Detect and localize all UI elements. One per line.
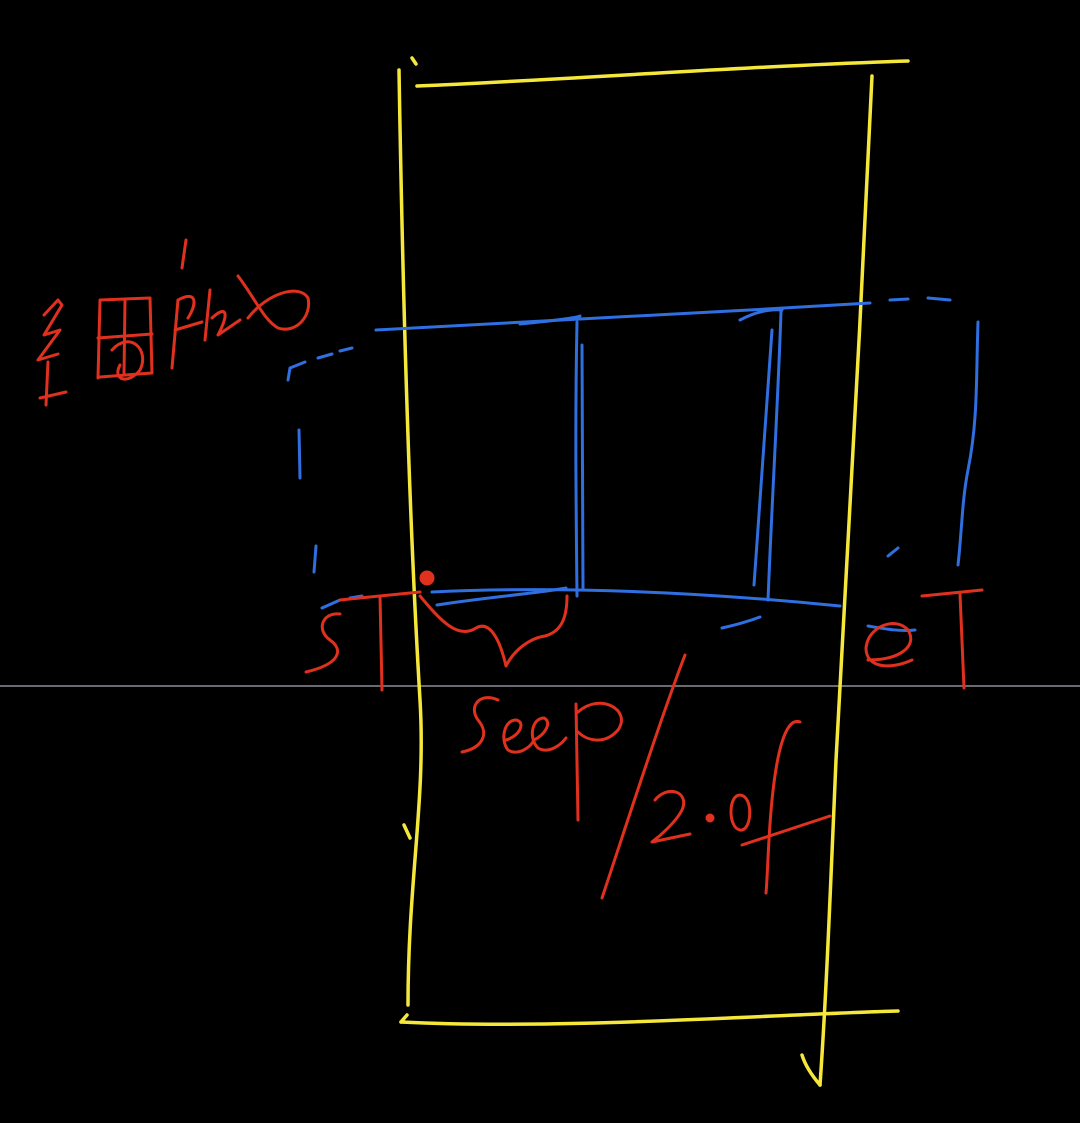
cell-divider-2b [752,328,774,587]
handwritten-cn-scribble [36,238,311,407]
cell-bottom-edge [430,588,842,608]
cell-divider-1 [574,320,579,598]
st-t-glyph [338,590,422,692]
cell-top-dashes [888,296,952,302]
cell-top-overlap [518,314,582,326]
formula-dot [705,813,715,823]
start-point-dot [419,570,435,586]
blue-cells [286,296,980,632]
red-annotations [36,238,984,900]
formula-0 [729,793,752,832]
formula-s [460,696,500,754]
et-t-glyph [920,588,984,690]
cell-bottom-overlap [435,586,568,607]
ghost-right-tick [886,546,900,558]
cell-divider-1b [580,343,585,592]
formula-2 [650,789,692,844]
handwritten-cn-label: 细胞 [40,405,74,424]
et-e-glyph [864,622,914,668]
frame-right-edge [818,74,874,1087]
formula-p [574,701,623,822]
cell-bottom-tail [720,615,762,630]
cell-top-overlap-2 [738,308,784,322]
formula-slash [600,653,687,900]
frame-bottom-tick [399,1013,409,1024]
ghost-left-side [297,428,318,574]
end-label: eT [866,675,887,694]
frame-left-edge [397,68,423,1007]
formula-label: seep/2.0f [460,885,537,904]
ghost-right-side [956,320,980,567]
formula-f [740,720,832,895]
yellow-frame [397,56,910,1087]
frame-top-edge [415,59,910,88]
ghost-left-top [286,346,354,382]
frame-left-tick [402,823,412,840]
start-label: ST [305,675,326,694]
frame-bottom-edge [399,1009,900,1027]
st-s-glyph [304,612,342,674]
formula-ee [502,716,568,754]
step-brace [418,594,569,668]
et-underline [866,624,917,632]
cell-divider-2 [766,310,783,602]
frame-right-hook [800,1053,822,1087]
frame-top-tick [410,56,418,66]
cell-top-edge [374,301,872,332]
